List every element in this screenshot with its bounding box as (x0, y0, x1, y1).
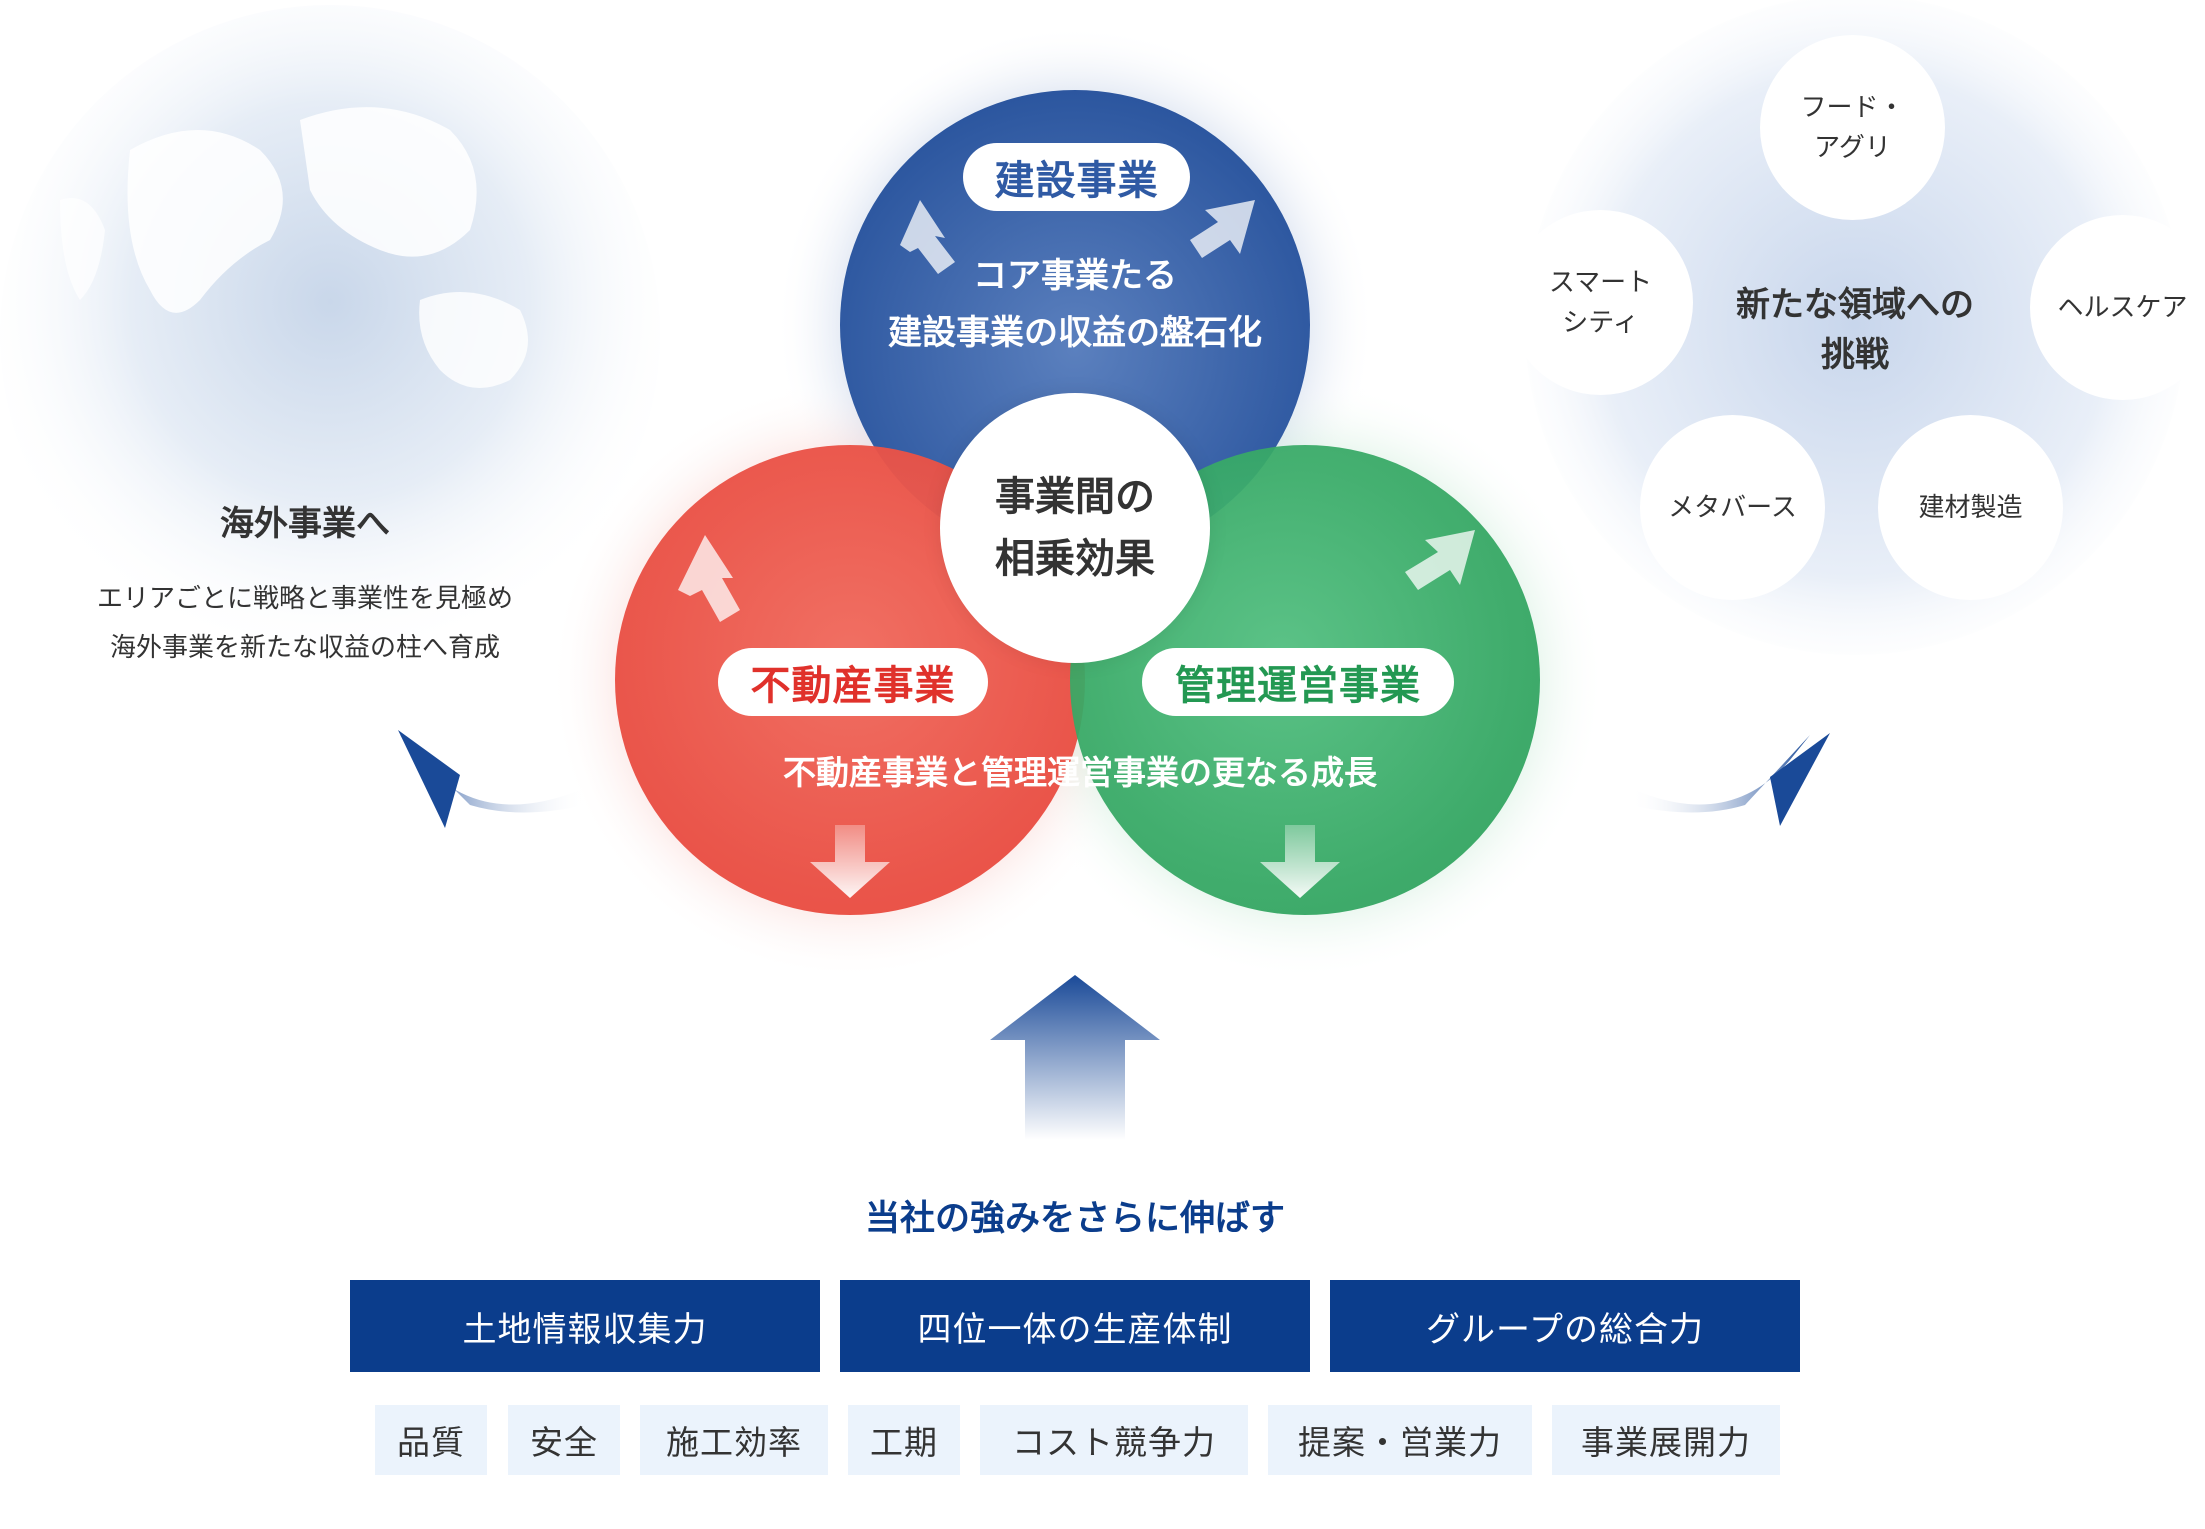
bubble-food-line1: フード・ (1800, 92, 1905, 123)
bubble-smartcity-line2: シティ (1562, 307, 1639, 338)
globe-illustration (0, 5, 660, 665)
construction-circle (840, 90, 1310, 560)
realestate-label: 不動産事業 (718, 648, 988, 716)
management-label: 管理運営事業 (1142, 648, 1454, 716)
growth-desc: 不動産事業と管理運営事業の更なる成長 (783, 753, 1377, 792)
overseas-desc-line1: エリアごとに戦略と事業性を見極め (96, 584, 513, 614)
new-fields-title: 新たな領域への 挑戦 (1700, 280, 2010, 380)
new-fields-title-line2: 挑戦 (1821, 335, 1889, 375)
synergy-line2: 相乗効果 (995, 536, 1155, 582)
construction-label: 建設事業 (963, 143, 1190, 211)
synergy-line1: 事業間の (995, 474, 1155, 520)
synergy-circle: 事業間の 相乗効果 (940, 393, 1210, 663)
element-proposal: 提案・営業力 (1268, 1405, 1532, 1475)
bubble-health-label: ヘルスケア (2057, 292, 2188, 323)
overseas-title: 海外事業へ (220, 504, 390, 544)
strength-production: 四位一体の生産体制 (840, 1280, 1310, 1372)
bubble-food: フード・ アグリ (1760, 35, 1945, 220)
strengths-title: 当社の強みをさらに伸ばす (864, 1199, 1285, 1239)
bubble-health: ヘルスケア (2030, 215, 2205, 400)
element-quality: 品質 (375, 1405, 487, 1475)
element-efficiency: 施工効率 (640, 1405, 828, 1475)
construction-desc-line2: 建設事業の収益の盤石化 (888, 313, 1262, 353)
bubble-smartcity: スマート シティ (1508, 210, 1693, 395)
bubble-smartcity-line1: スマート (1548, 267, 1653, 298)
element-safety: 安全 (508, 1405, 620, 1475)
new-fields-title-line1: 新たな領域への (1736, 285, 1974, 325)
up-arrow-icon (990, 975, 1160, 1140)
bubble-food-line2: アグリ (1814, 132, 1891, 163)
construction-desc-line1: コア事業たる (973, 256, 1177, 296)
element-schedule: 工期 (848, 1405, 960, 1475)
bubble-materials-label: 建材製造 (1918, 492, 2023, 523)
element-cost: コスト競争力 (980, 1405, 1248, 1475)
strength-group: グループの総合力 (1330, 1280, 1800, 1372)
overseas-desc-line2: 海外事業を新たな収益の柱へ育成 (109, 633, 500, 663)
right-curved-arrow-icon (1630, 733, 1830, 826)
bubble-metaverse: メタバース (1640, 415, 1825, 600)
bubble-metaverse-label: メタバース (1668, 492, 1797, 523)
bubble-materials: 建材製造 (1878, 415, 2063, 600)
strength-land-info: 土地情報収集力 (350, 1280, 820, 1372)
outward-arrow-icons (678, 200, 1475, 622)
down-arrow-icons (810, 825, 1340, 898)
element-expansion: 事業展開力 (1552, 1405, 1780, 1475)
left-curved-arrow-icon (398, 730, 585, 828)
